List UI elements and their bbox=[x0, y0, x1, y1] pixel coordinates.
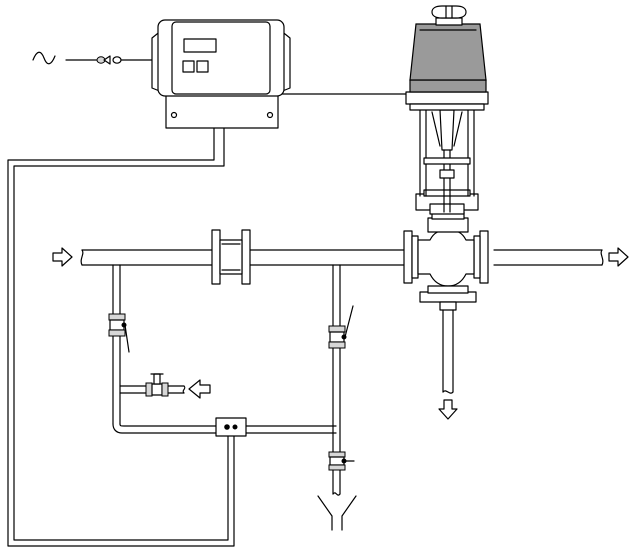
strainer bbox=[212, 230, 250, 284]
sensor-junction bbox=[216, 418, 246, 436]
valve-actuator bbox=[406, 6, 488, 214]
ball-valve-right bbox=[329, 306, 353, 348]
bypass-branch-left bbox=[113, 265, 336, 433]
controller-display bbox=[184, 39, 216, 52]
ac-power-icon bbox=[33, 52, 55, 64]
controller-button-right bbox=[197, 61, 208, 72]
inlet-arrow-icon bbox=[53, 248, 72, 266]
control-valve bbox=[404, 212, 488, 393]
drain-arrow-icon bbox=[439, 400, 457, 419]
ball-valve-left bbox=[109, 314, 129, 352]
power-plug-icon bbox=[66, 56, 152, 64]
ball-valve-bottom bbox=[329, 452, 354, 470]
drain-funnel-icon bbox=[318, 496, 356, 530]
outlet-arrow-icon bbox=[609, 248, 628, 266]
ball-valve-side bbox=[146, 374, 168, 396]
controller-unit bbox=[152, 20, 290, 128]
signal-cable-to-sensor bbox=[8, 126, 234, 546]
side-inlet-arrow-icon bbox=[189, 380, 210, 398]
main-pipe bbox=[81, 250, 603, 265]
controller-button-left bbox=[183, 61, 194, 72]
